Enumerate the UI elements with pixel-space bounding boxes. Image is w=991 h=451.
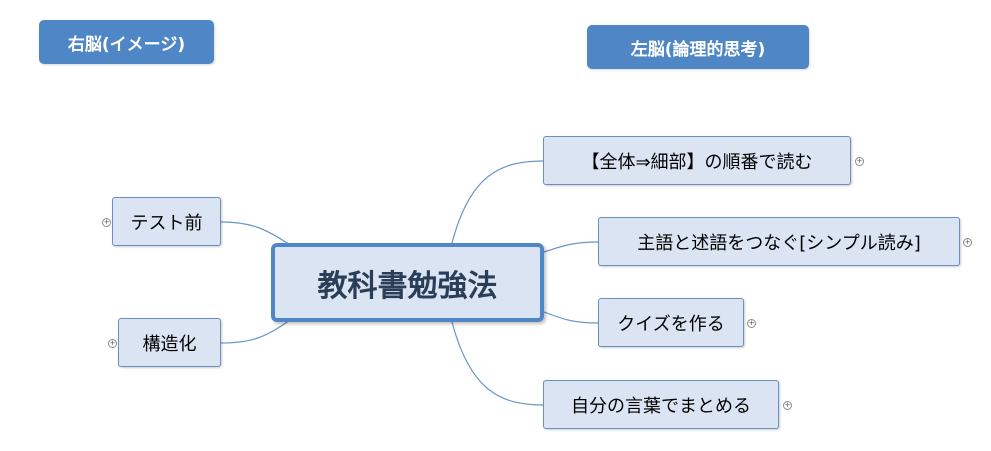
topic-whole-to-detail[interactable]: 【全体⇒細部】の順番で読む [543,136,851,185]
expand-icon[interactable]: + [855,157,864,166]
topic-make-quiz[interactable]: クイズを作る [598,298,744,347]
right-brain-label-text: 右脳(イメージ) [67,34,186,55]
central-topic-text: 教科書勉強法 [317,268,498,304]
connector-quiz [543,311,599,324]
topic-structuring[interactable]: 構造化 [118,318,221,367]
connector-jibun [451,321,544,406]
expand-icon[interactable]: + [783,401,792,410]
connector-shugo [543,241,599,253]
topic-text: 自分の言葉でまとめる [571,395,751,417]
connector-test [220,221,291,246]
central-topic[interactable]: 教科書勉強法 [271,243,544,322]
topic-text: 構造化 [142,333,197,355]
right-brain-label: 右脳(イメージ) [39,20,214,64]
topic-subject-predicate[interactable]: 主語と述語をつなぐ[シンプル読み] [598,217,960,266]
connector-zentai [451,160,544,244]
left-brain-label: 左脳(論理的思考) [587,25,809,69]
topic-text: 主語と述語をつなぐ[シンプル読み] [637,232,921,254]
expand-icon[interactable]: + [108,339,117,348]
topic-test-before[interactable]: テスト前 [112,197,221,246]
connector-kozo [220,319,291,344]
topic-own-words[interactable]: 自分の言葉でまとめる [543,380,779,429]
topic-text: テスト前 [130,212,203,234]
expand-icon[interactable]: + [102,218,111,227]
topic-text: 【全体⇒細部】の順番で読む [581,151,813,173]
topic-text: クイズを作る [617,313,725,335]
expand-icon[interactable]: + [747,319,756,328]
expand-icon[interactable]: + [963,238,972,247]
left-brain-label-text: 左脳(論理的思考) [630,39,766,60]
